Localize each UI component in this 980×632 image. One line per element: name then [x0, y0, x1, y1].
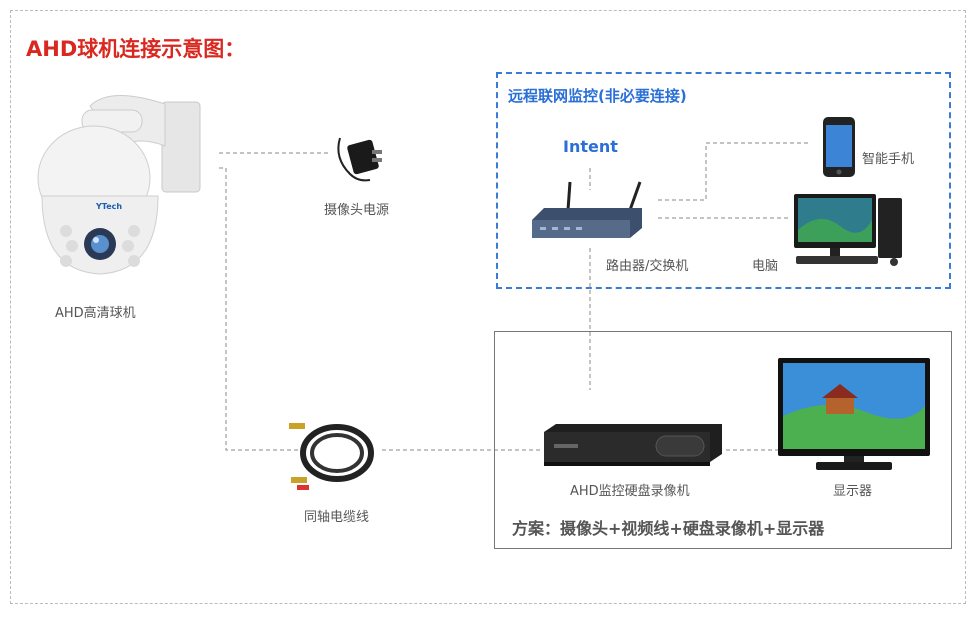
- remote-monitoring-box: [496, 72, 951, 289]
- cable-label: 同轴电缆线: [304, 510, 370, 525]
- diagram-title: AHD球机连接示意图：: [26, 37, 246, 61]
- router-phone-line: [658, 142, 808, 201]
- monitor-label: 显示器: [833, 484, 873, 499]
- router-label: 路由器/交换机: [606, 259, 689, 274]
- phone-label: 智能手机: [862, 152, 915, 167]
- camera-label: AHD高清球机: [55, 306, 136, 321]
- dvr-recorder-icon: [544, 424, 722, 466]
- desktop-pc-icon: [794, 194, 902, 266]
- monitor-icon: [778, 358, 930, 470]
- diagram-frame: [10, 10, 966, 604]
- pc-label: 电脑: [752, 259, 779, 274]
- power-label: 摄像头电源: [324, 203, 390, 218]
- remote-monitoring-title: 远程联网监控(非必要连接): [508, 87, 687, 105]
- router-icon: [532, 181, 642, 238]
- camera-brand-logo: YTech: [96, 202, 123, 211]
- nvr-label: AHD监控硬盘录像机: [570, 484, 690, 499]
- recording-system-box: [494, 331, 952, 549]
- solution-text: 方案：摄像头+视频线+硬盘录像机+显示器: [512, 519, 825, 538]
- camera-cable-line: [219, 167, 298, 451]
- power-adapter-icon: [337, 137, 382, 182]
- smartphone-icon: [823, 117, 855, 177]
- ptz-camera-icon: [37, 95, 201, 275]
- intent-label: Intent: [563, 137, 618, 156]
- coax-cable-icon: [289, 423, 374, 490]
